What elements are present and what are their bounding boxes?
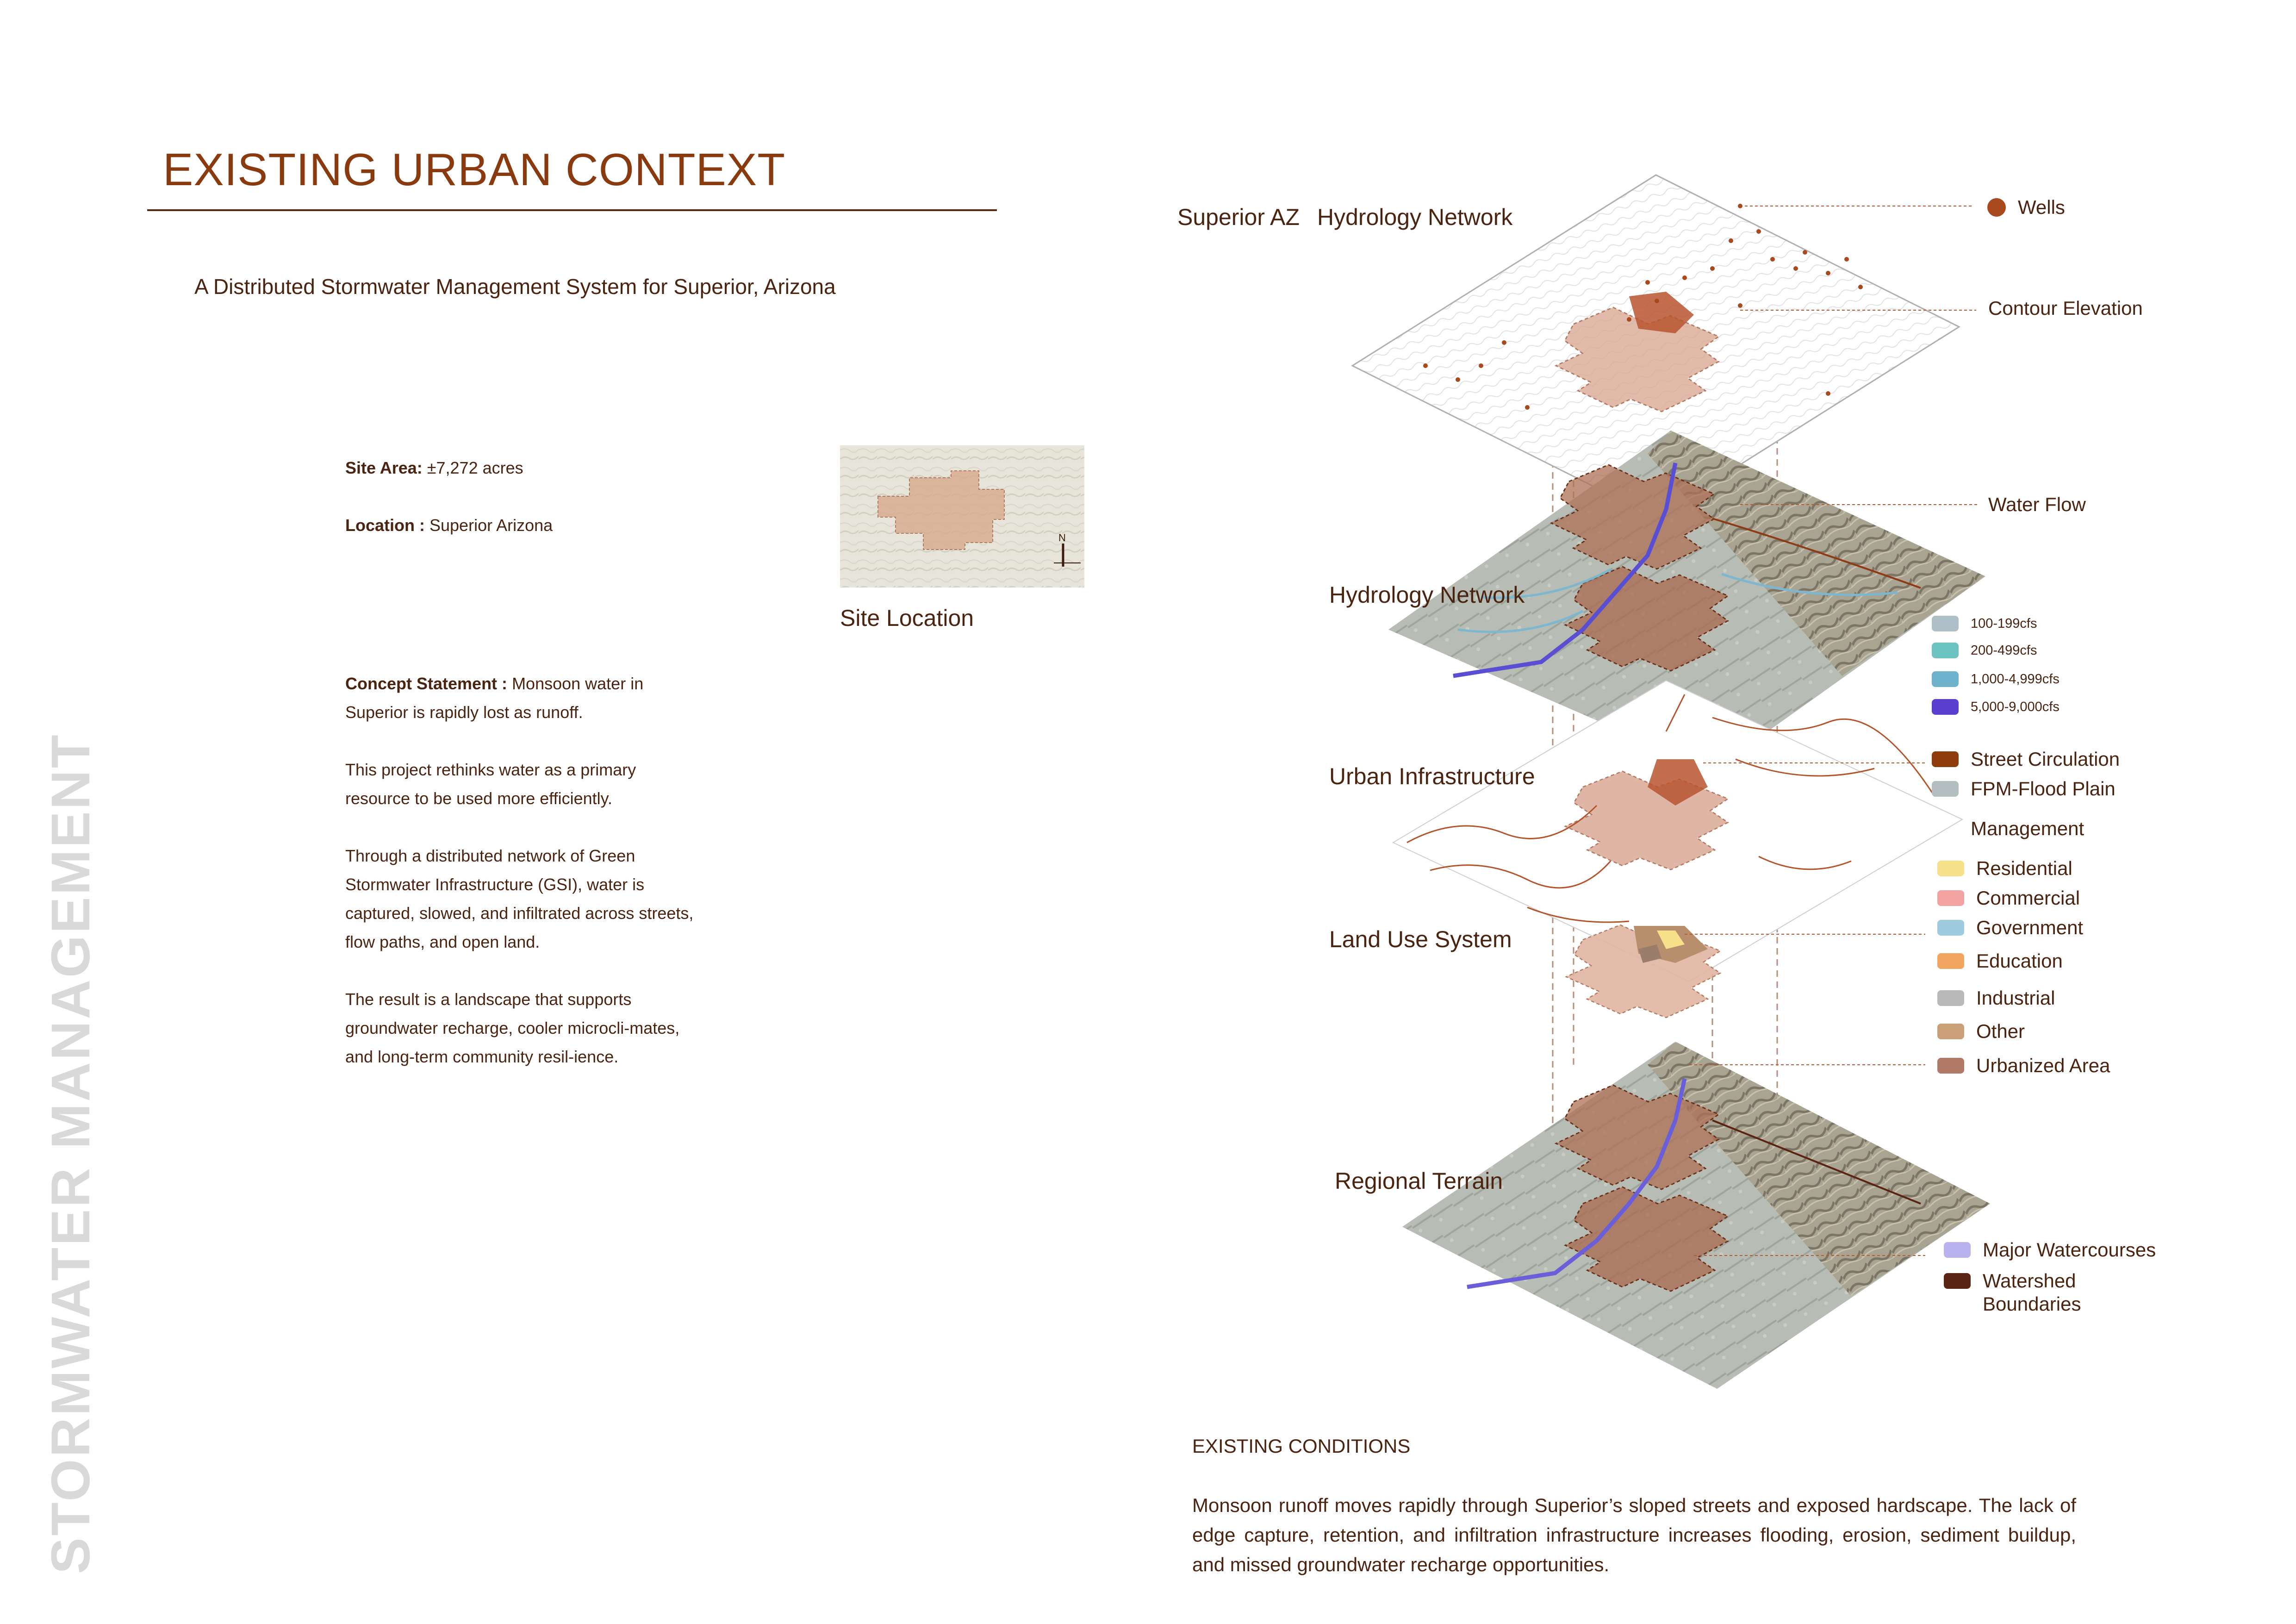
legend-watercourses: Major Watercourses xyxy=(1944,1239,2156,1261)
legend-flow-1-label: 100-199cfs xyxy=(1971,616,2037,631)
well-dot-icon xyxy=(1987,198,2006,217)
site-location-map: N xyxy=(840,445,1084,587)
street-network xyxy=(1406,694,1935,923)
layer-label-hydrology: Hydrology Network xyxy=(1329,582,1525,608)
existing-conditions-heading: EXISTING CONDITIONS xyxy=(1192,1435,1411,1457)
concept-intro: Concept Statement : Monsoon water in Sup… xyxy=(345,669,697,727)
legend-education: Education xyxy=(1937,950,2063,972)
legend-flow-4: 5,000-9,000cfs xyxy=(1932,699,2060,715)
title-divider xyxy=(147,209,997,211)
watershed-boundary-line xyxy=(1712,1119,1921,1205)
legend-residential-swatch xyxy=(1937,861,1964,876)
legend-watercourses-swatch xyxy=(1944,1242,1971,1258)
diagram-header-layer: Hydrology Network xyxy=(1317,204,1513,230)
layer-urban-infrastructure xyxy=(1392,680,1964,982)
concept-paragraph-2: This project rethinks water as a primary… xyxy=(345,760,636,808)
location-value: Superior Arizona xyxy=(429,516,553,535)
layer-label-terrain: Regional Terrain xyxy=(1335,1168,1503,1194)
legend-industrial-label: Industrial xyxy=(1976,987,2055,1009)
existing-conditions-body: Monsoon runoff moves rapidly through Sup… xyxy=(1192,1494,2076,1575)
diagram-header-place: Superior AZ xyxy=(1177,204,1300,230)
legend-flood-swatch xyxy=(1932,781,1959,797)
legend-street-swatch xyxy=(1932,751,1959,767)
legend-urbanized: Urbanized Area xyxy=(1937,1055,2110,1077)
legend-street-label: Street Circulation xyxy=(1971,748,2120,770)
legend-flow-4-label: 5,000-9,000cfs xyxy=(1971,699,2060,714)
major-watercourse-line xyxy=(1467,1078,1687,1289)
legend-government-swatch xyxy=(1937,920,1964,936)
legend-water-flow-label: Water Flow xyxy=(1988,493,2086,515)
layer-land-use xyxy=(1565,924,1721,1018)
layer-hydrology xyxy=(1388,431,1985,771)
site-location: Location : Superior Arizona xyxy=(345,516,553,535)
site-area: Site Area: ±7,272 acres xyxy=(345,458,523,478)
legend-watershed-swatch xyxy=(1944,1273,1971,1289)
concept-paragraph-3b: flow paths, and open land. xyxy=(345,932,540,951)
concept-intro-text: Monsoon water in Superior is rapidly los… xyxy=(345,674,644,722)
legend-industrial-swatch xyxy=(1937,990,1964,1006)
well-points xyxy=(1423,204,1863,410)
north-arrow: N xyxy=(1054,532,1081,567)
legend-street: Street Circulation xyxy=(1932,748,2120,770)
legend-flow-2-label: 200-499cfs xyxy=(1971,643,2037,658)
north-label: N xyxy=(1058,532,1066,543)
legend-wells: Wells xyxy=(1987,196,2065,219)
legend-flow-2-swatch xyxy=(1932,643,1959,658)
legend-watershed-label-2: Boundaries xyxy=(1983,1293,2081,1315)
legend-urbanized-label: Urbanized Area xyxy=(1976,1055,2110,1076)
legend-flow-3: 1,000-4,999cfs xyxy=(1932,671,2060,687)
legend-wells-label: Wells xyxy=(2018,196,2065,218)
leader-lines xyxy=(1685,206,1979,1256)
legend-contour-label: Contour Elevation xyxy=(1988,297,2143,319)
concept-label: Concept Statement : xyxy=(345,674,508,693)
legend-flow-3-swatch xyxy=(1932,671,1959,687)
legend-flow-4-swatch xyxy=(1932,699,1959,715)
legend-government: Government xyxy=(1937,917,2083,939)
legend-commercial: Commercial xyxy=(1937,887,2080,909)
legend-residential: Residential xyxy=(1937,857,2072,880)
legend-watershed-label: Watershed xyxy=(1983,1270,2076,1292)
legend-government-label: Government xyxy=(1976,917,2084,938)
legend-flow-3-label: 1,000-4,999cfs xyxy=(1971,671,2060,687)
layer-contour-wells xyxy=(1350,174,1961,518)
site-area-value: ±7,272 acres xyxy=(427,458,523,477)
page-title: EXISTING URBAN CONTEXT xyxy=(163,144,786,195)
legend-residential-label: Residential xyxy=(1976,857,2072,879)
layer-label-urban: Urban Infrastructure xyxy=(1329,763,1535,789)
legend-other-swatch xyxy=(1937,1024,1964,1039)
legend-education-label: Education xyxy=(1976,950,2063,972)
legend-flow-1: 100-199cfs xyxy=(1932,616,2037,631)
legend-management-label: Management xyxy=(1971,818,2084,839)
legend-watercourses-label: Major Watercourses xyxy=(1983,1239,2156,1261)
legend-watershed-text: Watershed Boundaries xyxy=(1983,1269,2081,1316)
legend-commercial-label: Commercial xyxy=(1976,887,2080,909)
legend-industrial: Industrial xyxy=(1937,987,2055,1009)
legend-other: Other xyxy=(1937,1020,2025,1043)
layer-regional-terrain xyxy=(1402,1042,1990,1389)
location-label: Location : xyxy=(345,516,425,535)
legend-other-label: Other xyxy=(1976,1020,2025,1042)
site-location-caption: Site Location xyxy=(840,605,974,631)
legend-commercial-swatch xyxy=(1937,890,1964,906)
major-flow-line xyxy=(1453,462,1678,678)
legend-contour: Contour Elevation xyxy=(1988,297,2143,319)
page-subtitle: A Distributed Stormwater Management Syst… xyxy=(194,275,836,299)
legend-education-swatch xyxy=(1937,953,1964,969)
legend-water-flow: Water Flow xyxy=(1988,493,2086,516)
legend-flood-label: FPM-Flood Plain xyxy=(1971,778,2116,800)
concept-paragraph-4: The result is a landscape that supports … xyxy=(345,990,680,1066)
layer-label-land-use: Land Use System xyxy=(1329,926,1512,952)
legend-urbanized-swatch xyxy=(1937,1058,1964,1074)
legend-management: Management xyxy=(1971,818,2084,840)
legend-watershed: Watershed Boundaries xyxy=(1944,1269,2081,1316)
exploded-layer-diagram xyxy=(1350,174,1990,1389)
legend-flow-2: 200-499cfs xyxy=(1932,643,2037,658)
site-boundary xyxy=(877,470,1005,550)
concept-paragraph-3: Through a distributed network of Green S… xyxy=(345,846,694,923)
concept-statement: Concept Statement : Monsoon water in Sup… xyxy=(345,669,697,1100)
vertical-side-label: STORMWATER MANAGEMENT xyxy=(40,733,101,1574)
legend-flood: FPM-Flood Plain xyxy=(1932,778,2116,800)
legend-flow-1-swatch xyxy=(1932,616,1959,631)
site-area-label: Site Area: xyxy=(345,458,423,477)
